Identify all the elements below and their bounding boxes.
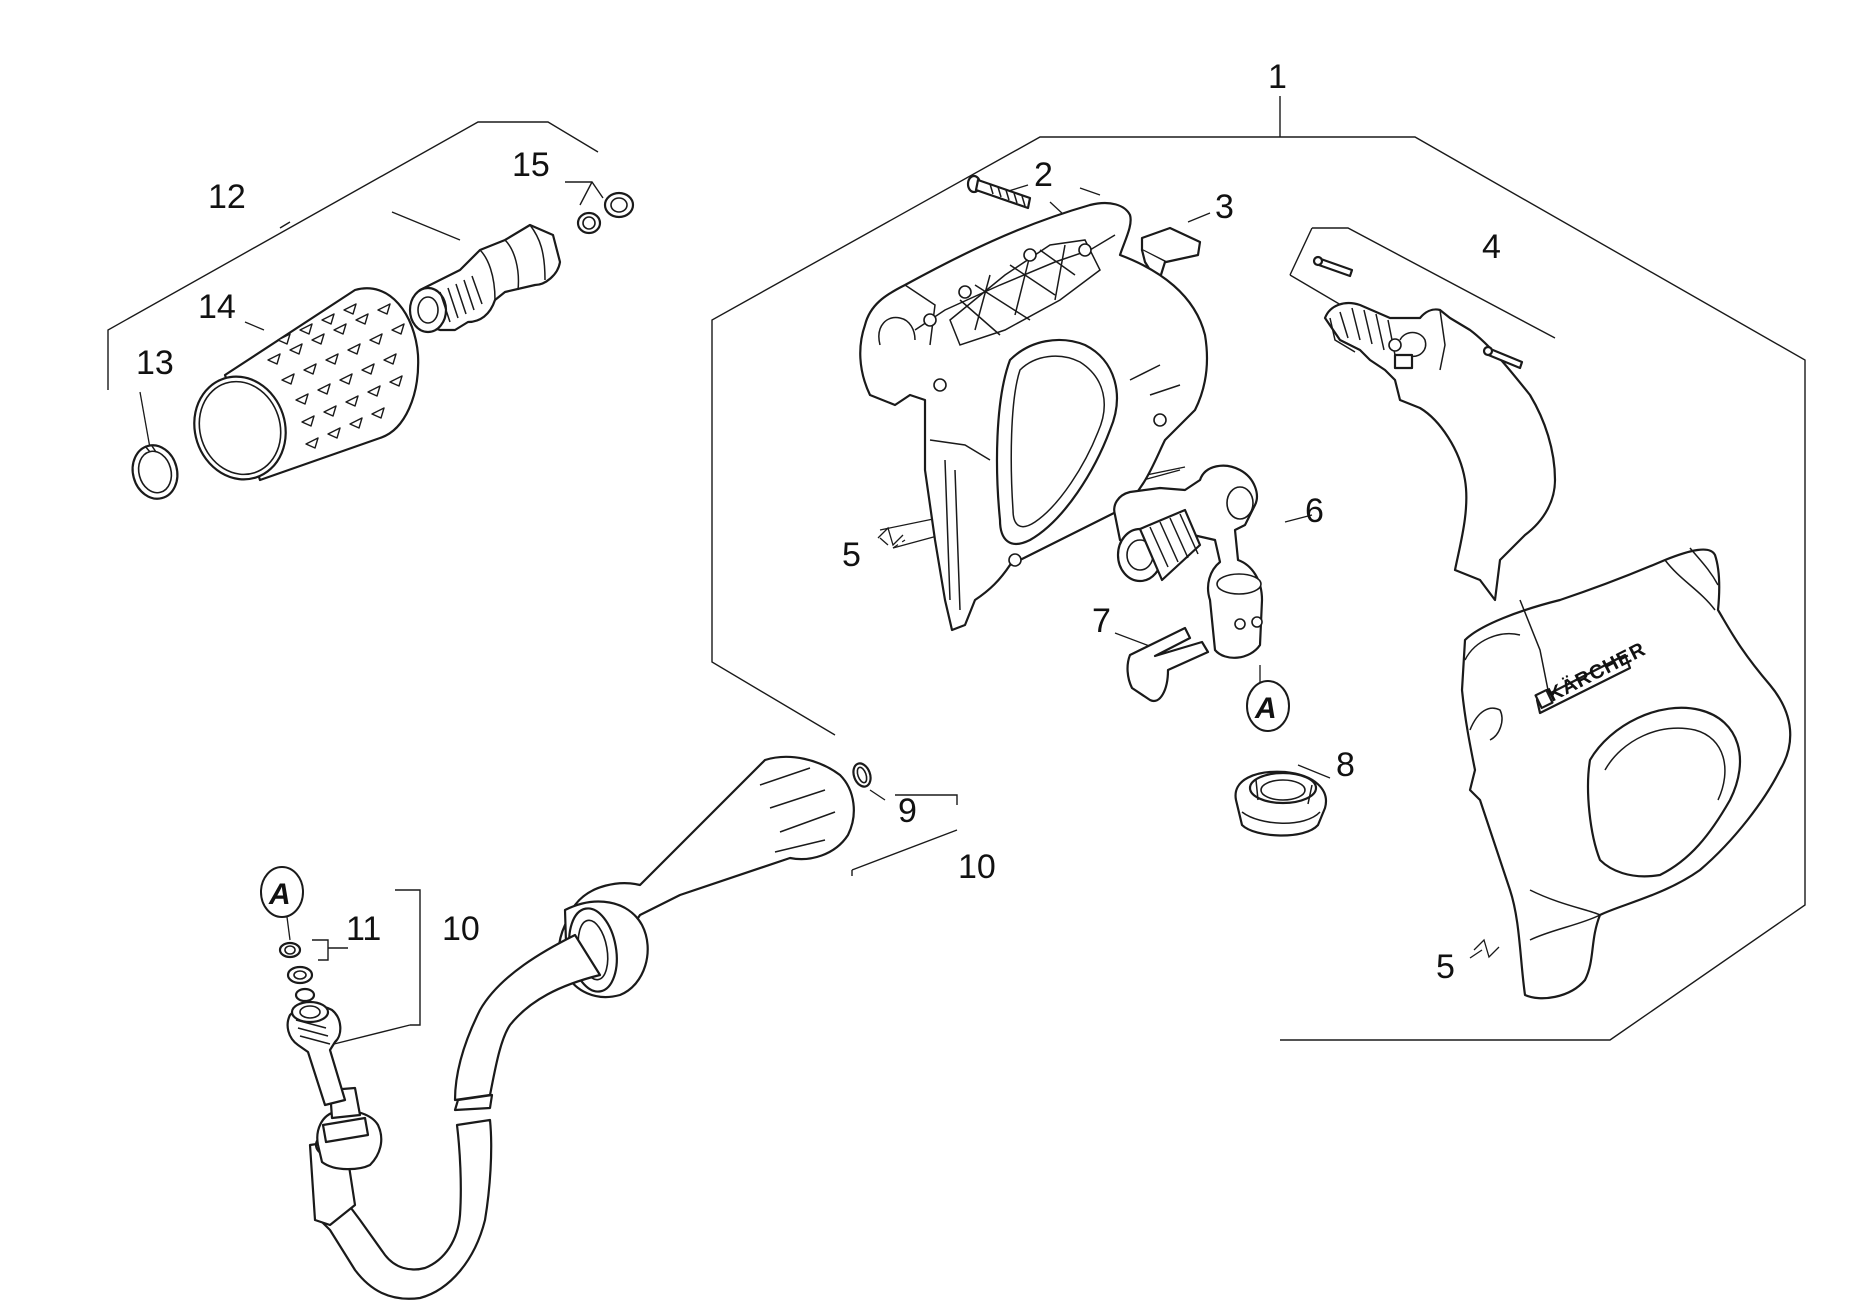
part-retaining-ring (131, 444, 179, 500)
callout-2: 2 (1034, 156, 1053, 194)
group-bracket-10-left (329, 889, 421, 1046)
connection-marker-left: A (260, 866, 304, 941)
callout-12: 12 (208, 178, 246, 216)
callout-13: 13 (136, 344, 174, 382)
callout-5-right: 5 (1436, 948, 1455, 986)
part-angle-connector (1113, 464, 1264, 659)
callout-3: 3 (1215, 188, 1234, 226)
callout-10-left: 10 (442, 910, 480, 948)
part-housing-half-right: KÄRCHER (1460, 547, 1792, 1000)
part-bushing (1234, 770, 1328, 837)
callout-7: 7 (1092, 602, 1111, 640)
part-seals (278, 941, 316, 1003)
connection-marker-right-label: A (1254, 692, 1277, 725)
callout-14: 14 (198, 288, 236, 326)
group-bracket-11 (312, 939, 348, 961)
callout-11: 11 (346, 910, 381, 948)
sleeve-perforations (267, 303, 405, 449)
connection-marker-left-label: A (268, 878, 291, 911)
group-bracket-1 (711, 96, 1806, 1041)
part-perforated-sleeve (193, 287, 420, 482)
part-clip (1126, 626, 1210, 703)
callout-9: 9 (898, 792, 917, 830)
part-o-rings (576, 191, 635, 235)
part-o-ring-9 (852, 762, 872, 788)
part-trigger (1312, 255, 1557, 602)
callout-10-right: 10 (958, 848, 996, 886)
part-screw-fitting (408, 223, 562, 334)
connection-marker-right: A (1246, 680, 1290, 732)
callout-4: 4 (1482, 228, 1501, 266)
callout-5-left: 5 (842, 536, 861, 574)
group-bracket-12 (107, 121, 599, 390)
part-number-callouts: 1 2 3 4 5 5 6 7 8 9 10 10 11 12 13 14 15 (136, 58, 1501, 986)
part-housing-half-left (859, 201, 1209, 632)
callout-15: 15 (512, 146, 550, 184)
part-screw (966, 174, 1032, 210)
callout-ticks (877, 526, 1500, 959)
callout-6: 6 (1305, 492, 1324, 530)
group-bracket-15 (565, 181, 604, 206)
part-lance-hose (286, 755, 855, 1300)
group-bracket-10-right (851, 794, 958, 876)
callout-8: 8 (1336, 746, 1355, 784)
callout-1: 1 (1268, 58, 1287, 96)
